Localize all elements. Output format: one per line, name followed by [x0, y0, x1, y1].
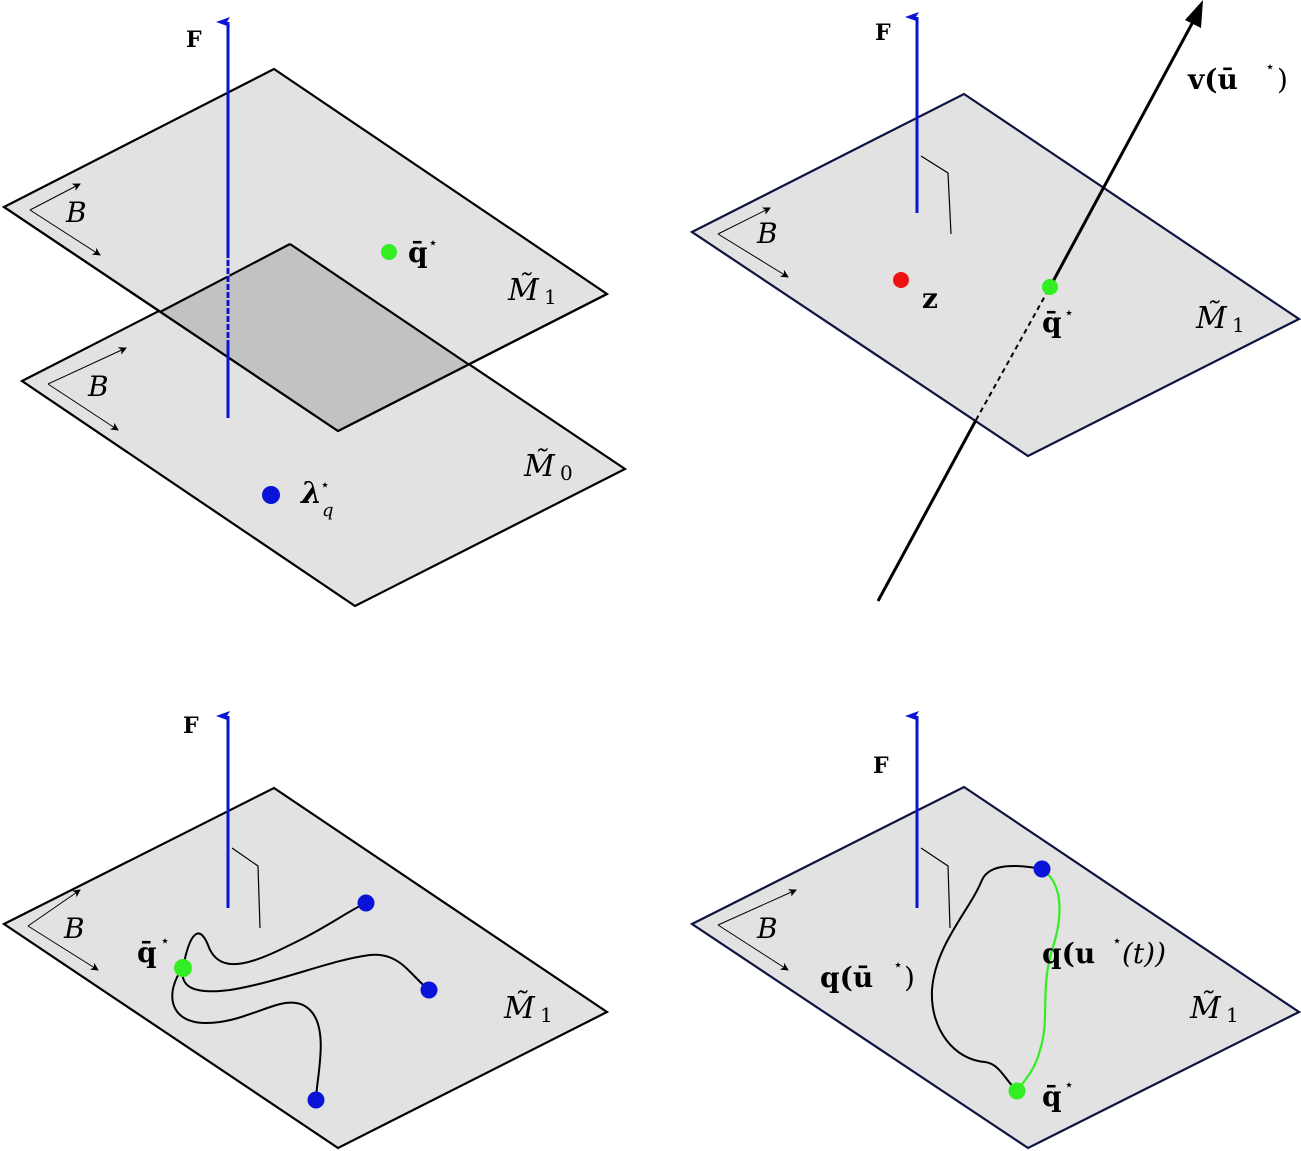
force-label: F — [875, 20, 891, 46]
force-label: F — [183, 713, 199, 739]
manifold-plane — [1, 786, 610, 1150]
trajectory-curve-green — [1016, 868, 1061, 1092]
point-z-label: z — [922, 282, 938, 315]
panel-bottom-left: F q̄ ⋆ B M̃ 1 — [1, 711, 610, 1150]
manifold-sub: 1 — [1232, 313, 1245, 337]
trajectory-curve — [181, 953, 430, 993]
point-lambda — [262, 486, 280, 504]
velocity-arrowhead — [1185, 0, 1203, 28]
basis-icon-upper: B — [29, 183, 101, 256]
endpoint-blue — [307, 1091, 325, 1109]
force-label: F — [186, 27, 202, 53]
right-angle-mark — [231, 847, 261, 929]
point-lambda-sub: q — [322, 500, 334, 521]
endpoint-blue — [420, 981, 438, 999]
curve-black-label-sup: ⋆ — [893, 955, 903, 974]
curve-black-label: q(ū — [820, 961, 873, 994]
point-q-label: q̄ — [408, 236, 428, 269]
panel-top-right: F v(ū ⋆ ) B z q̄ ⋆ M̃ 1 — [689, 0, 1301, 602]
point-q-star — [174, 959, 192, 977]
basis-label-upper: B — [65, 196, 87, 229]
basis-label: B — [756, 217, 778, 250]
point-q-label: q̄ — [137, 936, 157, 969]
overlap-region — [160, 244, 468, 431]
point-lambda-label: λ — [299, 476, 322, 511]
basis-label: B — [63, 912, 85, 945]
manifold-lower-sub: 0 — [560, 461, 573, 485]
panel-top-left: F B B q̄ ⋆ M̃ 1 M̃ 0 λ ⋆ q — [1, 17, 628, 608]
basis-icon: B — [27, 889, 99, 971]
manifold-sub: 1 — [1226, 1003, 1239, 1027]
trajectory-curve — [171, 967, 322, 1101]
manifold-label: M̃ — [1189, 991, 1222, 1026]
trajectory-curve — [182, 902, 367, 969]
curve-green-label: q(u — [1042, 937, 1095, 970]
point-q-sup: ⋆ — [1064, 303, 1074, 322]
manifold-lower-label: M̃ — [523, 449, 556, 484]
point-q-label: q̄ — [1042, 306, 1062, 339]
curve-green-label-sup: ⋆ — [1112, 931, 1122, 950]
trajectory-curve-black — [930, 865, 1043, 1092]
right-angle-mark — [920, 155, 952, 235]
point-q-label: q̄ — [1042, 1080, 1062, 1113]
basis-label-lower: B — [87, 370, 109, 403]
velocity-label-close: ) — [1277, 63, 1288, 96]
curve-black-label-close: ) — [904, 961, 915, 994]
point-lambda-sup: ⋆ — [320, 475, 330, 494]
point-q-star — [1008, 1082, 1026, 1100]
point-q-sup: ⋆ — [1064, 1075, 1074, 1094]
manifold-label: M̃ — [503, 991, 536, 1026]
curve-green-label-tail: (t)) — [1122, 937, 1166, 970]
right-angle-mark — [920, 847, 951, 929]
velocity-label: v(ū — [1187, 63, 1238, 96]
basis-label: B — [756, 912, 778, 945]
point-q-star — [1042, 279, 1058, 295]
panel-bottom-right: F B q(ū ⋆ ) q(u ⋆ (t)) q̄ ⋆ M̃ 1 — [689, 711, 1301, 1150]
point-q-star — [381, 244, 397, 260]
basis-icon-lower: B — [47, 347, 127, 431]
point-q-sup: ⋆ — [160, 931, 170, 950]
velocity-label-sup: ⋆ — [1265, 57, 1275, 76]
manifold-plane — [689, 92, 1301, 458]
manifold-upper-sub: 1 — [544, 285, 557, 309]
endpoint-blue — [1033, 860, 1051, 878]
basis-icon: B — [717, 889, 797, 971]
point-z — [893, 272, 909, 288]
manifold-sub: 1 — [540, 1003, 553, 1027]
force-label: F — [873, 753, 889, 779]
manifold-plane — [689, 785, 1301, 1150]
manifold-label: M̃ — [1195, 301, 1228, 336]
endpoint-blue — [357, 894, 375, 912]
basis-icon: B — [717, 207, 789, 278]
manifold-upper-label: M̃ — [507, 273, 540, 308]
velocity-arrow — [1048, 17, 1197, 288]
point-q-sup: ⋆ — [428, 233, 438, 252]
